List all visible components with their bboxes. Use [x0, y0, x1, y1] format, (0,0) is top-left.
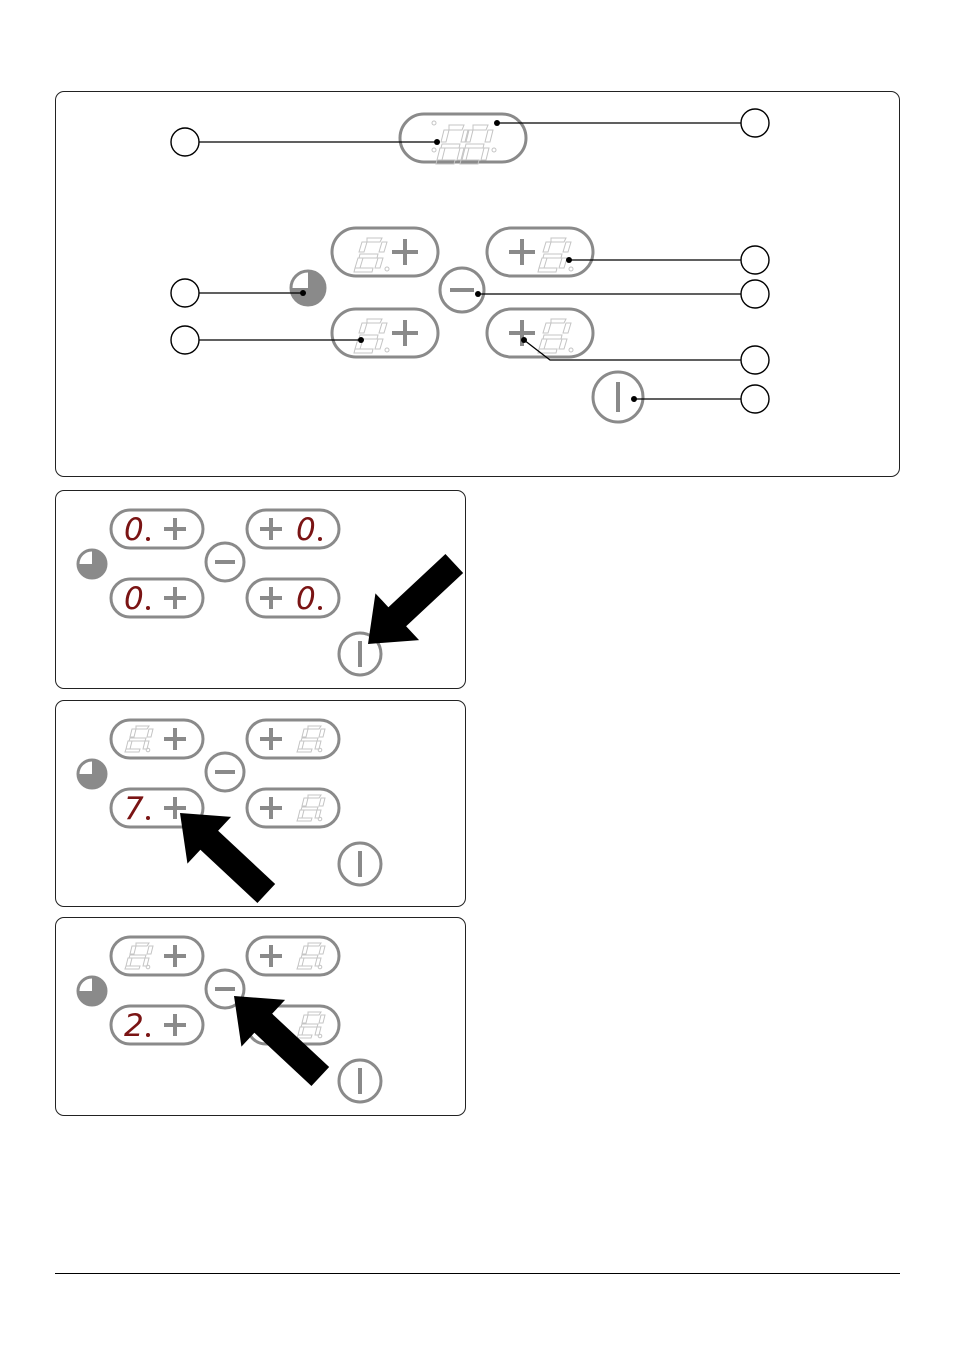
timer-digit-left [436, 125, 469, 164]
timer-icon[interactable] [78, 977, 106, 1005]
zone-rear-left[interactable] [111, 720, 203, 758]
callout-1 [171, 128, 199, 156]
zone-front-right[interactable]: 0 [247, 579, 339, 617]
zone-rear-right-overview [487, 228, 593, 276]
timer-icon[interactable] [78, 760, 106, 788]
footer-rule [55, 1273, 900, 1274]
step3-panel: 2 [55, 917, 466, 1116]
pointer-arrow [346, 540, 476, 667]
zone-front-left-overview [332, 309, 438, 357]
zone-rear-left[interactable] [111, 937, 203, 975]
power-button[interactable] [339, 843, 381, 885]
zone-front-right[interactable] [247, 789, 339, 827]
timer-icon [291, 271, 325, 305]
zone-front-left[interactable]: 0 [111, 579, 203, 617]
zone-front-right-overview [487, 309, 593, 357]
zone-front-left-level: 0 [124, 581, 144, 617]
zone-rear-right[interactable] [247, 720, 339, 758]
callout-4 [171, 279, 199, 307]
zone-rear-right-level: 0 [296, 512, 316, 548]
step1-diagram: 0 0 0 0 [56, 491, 467, 690]
zone-rear-left-level: 0 [124, 512, 144, 548]
step3-diagram: 2 [56, 918, 467, 1117]
power-button[interactable] [339, 1060, 381, 1102]
callout-2 [741, 109, 769, 137]
zone-rear-left-overview [332, 228, 438, 276]
pointer-arrow [212, 973, 342, 1100]
zone-front-left[interactable]: 2 [111, 1006, 203, 1044]
minus-button[interactable] [206, 753, 244, 791]
step2-panel: 7 [55, 700, 466, 907]
minus-button[interactable] [206, 543, 244, 581]
callouts [171, 109, 769, 413]
zone-rear-right[interactable] [247, 937, 339, 975]
overview-panel [55, 91, 900, 477]
callout-7 [741, 346, 769, 374]
overview-diagram [56, 92, 901, 478]
callout-6 [171, 326, 199, 354]
callout-8 [741, 385, 769, 413]
minus-button-overview [440, 268, 484, 312]
step2-diagram: 7 [56, 701, 467, 908]
zone-rear-right[interactable]: 0 [247, 510, 339, 548]
zone-front-right-level: 0 [296, 581, 316, 617]
step1-panel: 0 0 0 0 [55, 490, 466, 689]
timer-digit-right [460, 125, 493, 164]
timer-display [400, 114, 526, 164]
zone-front-left-level: 2 [124, 1008, 144, 1044]
callout-3 [741, 246, 769, 274]
zone-rear-left[interactable]: 0 [111, 510, 203, 548]
zone-front-left-level: 7 [124, 791, 144, 827]
callout-5 [741, 280, 769, 308]
timer-icon[interactable] [78, 550, 106, 578]
